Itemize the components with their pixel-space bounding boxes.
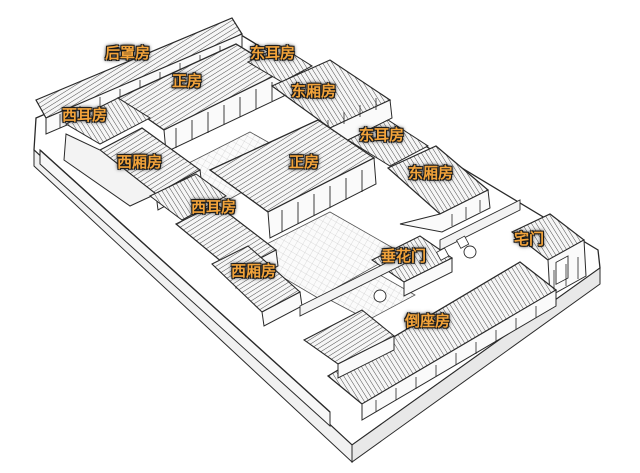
label-daozuofang: 倒座房	[405, 312, 451, 330]
label-dongerfang-back: 东耳房	[250, 44, 296, 62]
front-west-wing	[174, 203, 303, 327]
label-xixiangfang-front: 西厢房	[231, 262, 277, 280]
label-zhengfang-back: 正房	[172, 72, 203, 90]
label-dongerfang-front: 东耳房	[359, 126, 405, 144]
label-houzhaofang: 后罩房	[105, 44, 151, 62]
label-xierfang-front: 西耳房	[191, 198, 237, 216]
label-dongxiangfang-back: 东厢房	[291, 82, 337, 100]
label-chuihuamen: 垂花门	[381, 247, 427, 265]
front-main-house	[149, 119, 429, 239]
reverse-facing-house	[302, 261, 558, 421]
festoon-gate	[299, 199, 521, 317]
label-xierfang-back: 西耳房	[62, 106, 108, 124]
front-east-wing	[386, 145, 491, 233]
label-zhaimen: 宅门	[514, 230, 545, 248]
main-entrance-gate	[510, 213, 587, 297]
label-xixiangfang-back: 西厢房	[117, 153, 163, 171]
label-zhengfang-front: 正房	[289, 153, 320, 171]
label-dongxiangfang-front: 东厢房	[408, 164, 454, 182]
west-enclosure-wall	[39, 148, 331, 428]
